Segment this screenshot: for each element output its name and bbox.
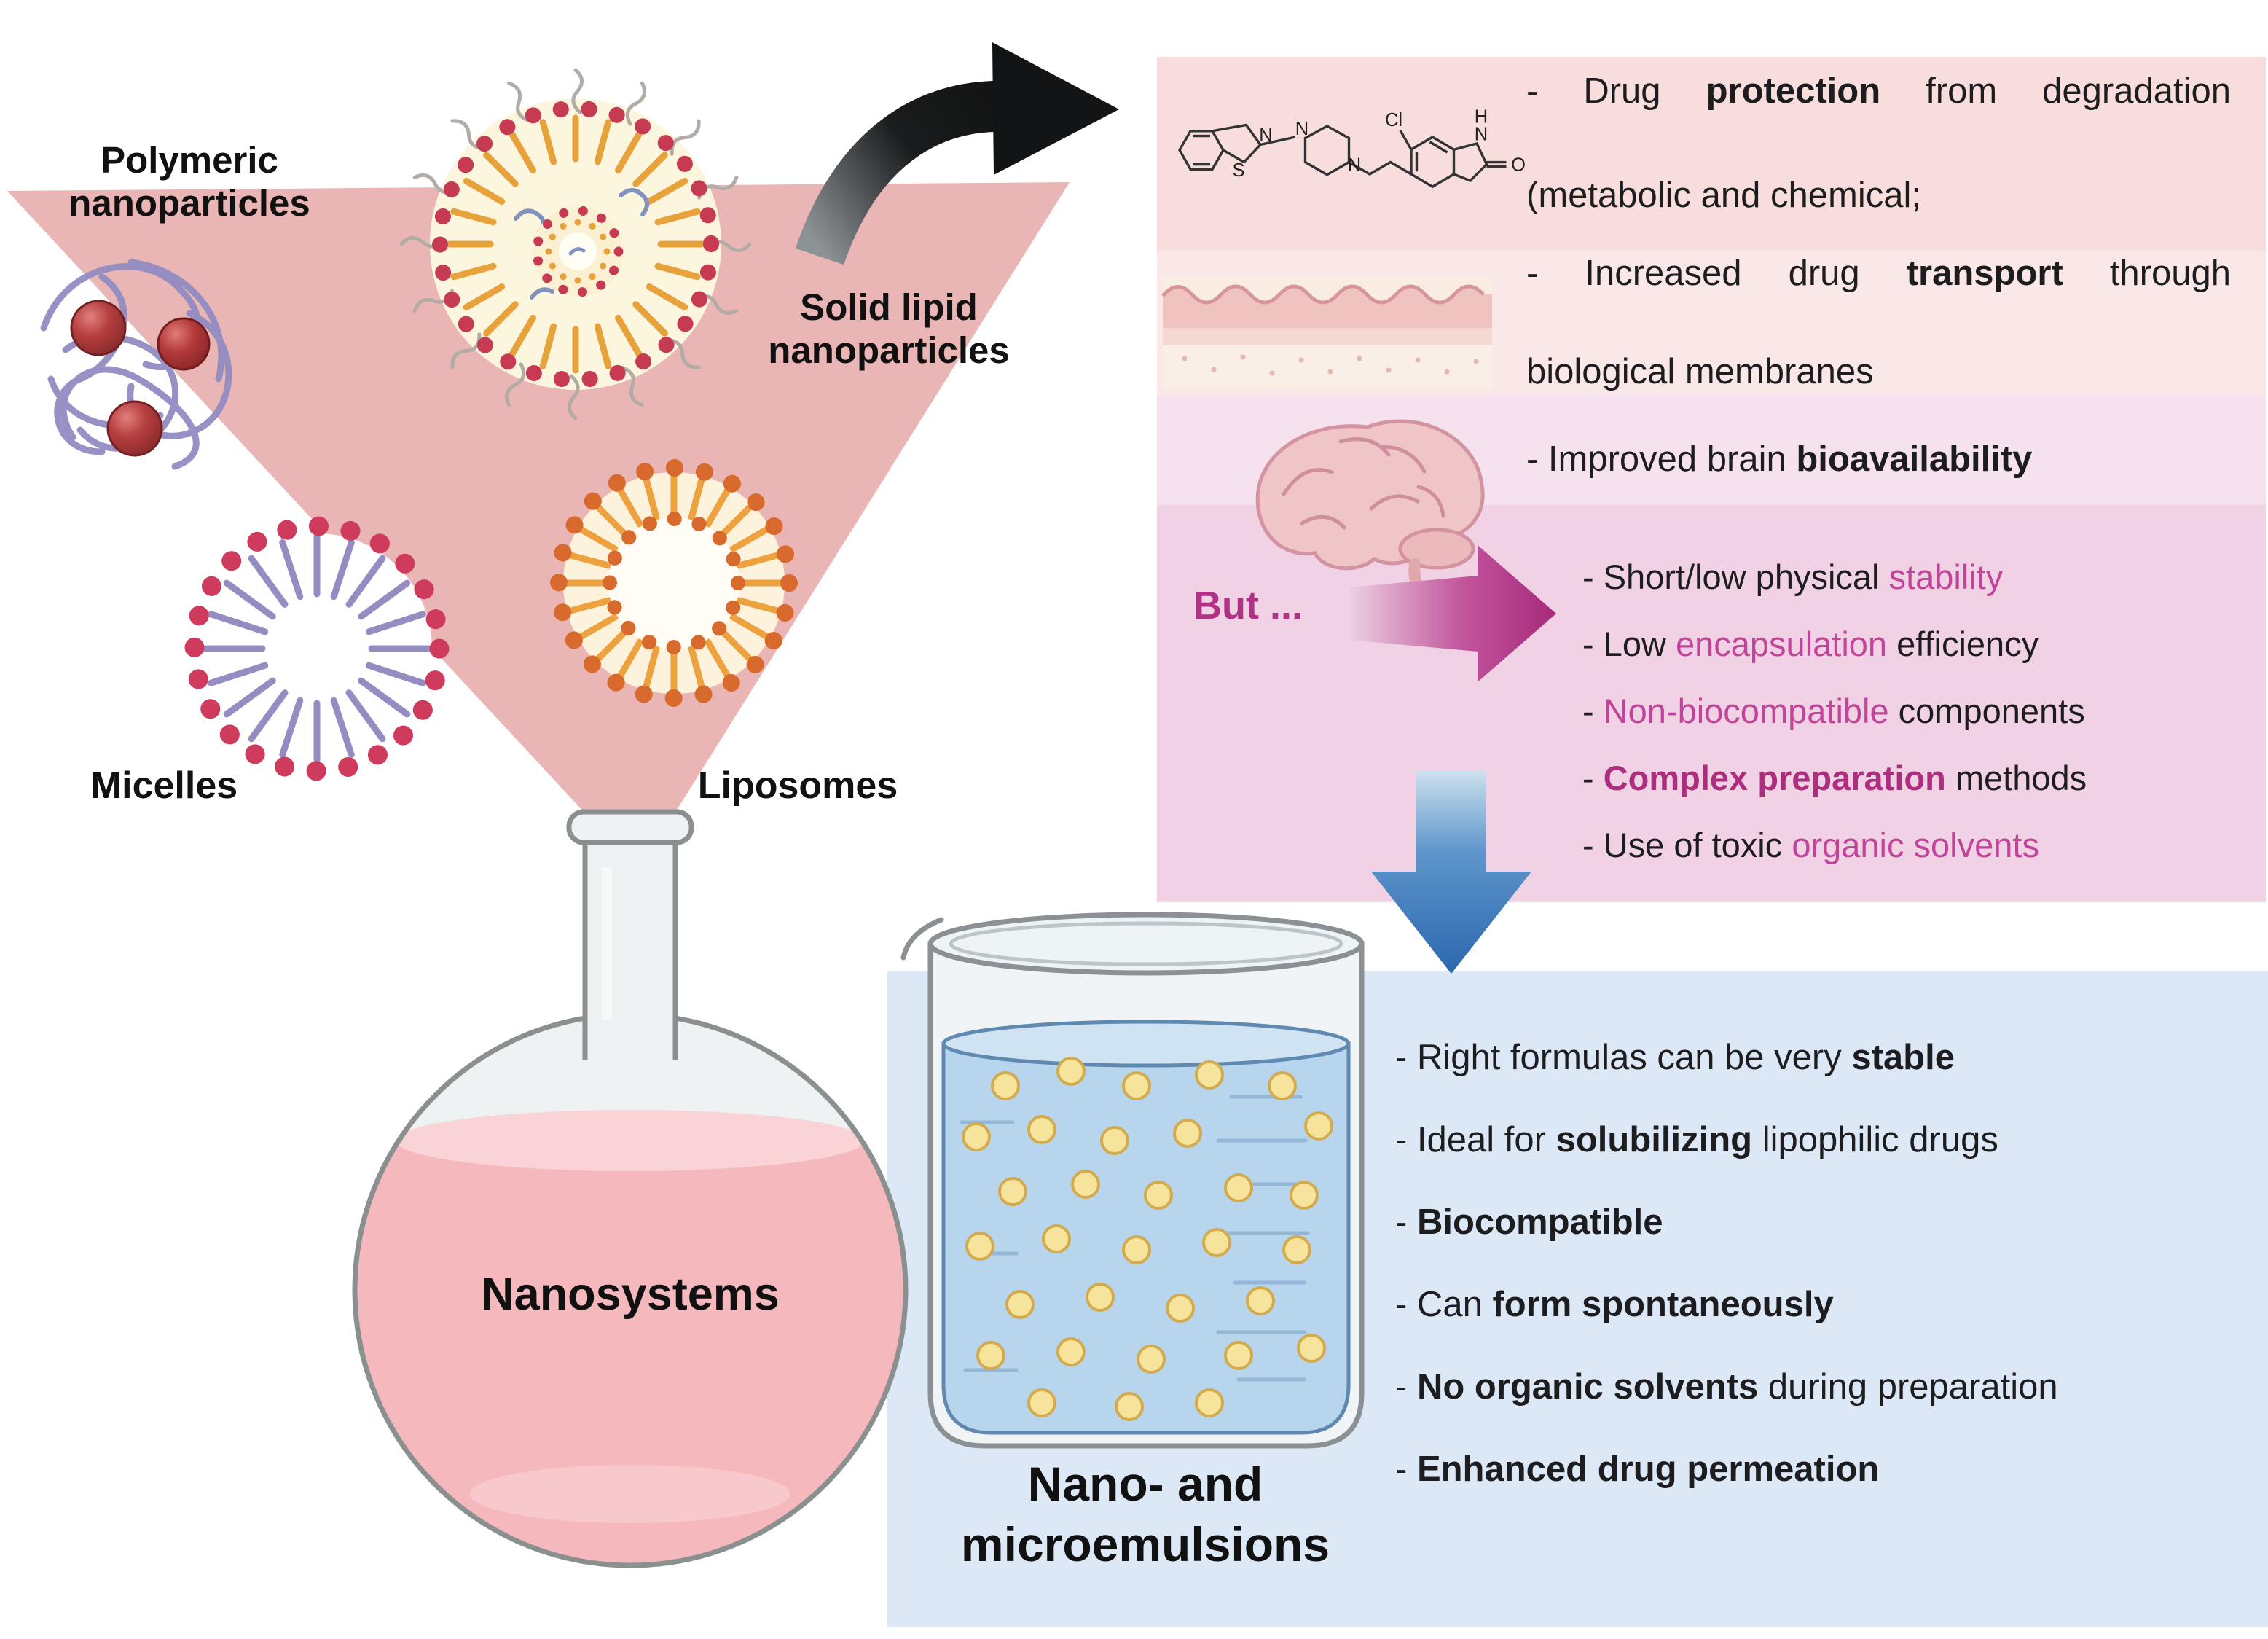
atom-label: N xyxy=(1348,155,1361,176)
atom-label: Cl xyxy=(1385,110,1402,130)
solid-lipid-nanoparticle-illustration xyxy=(401,70,750,418)
brain-illustration xyxy=(1255,419,1485,602)
benefit-line: - Enhanced drug permeation xyxy=(1395,1450,1880,1489)
funnel-shape xyxy=(7,182,1070,825)
but-label: But ... xyxy=(1193,584,1303,627)
advantage-line: - Increased drug transport through xyxy=(1526,254,2231,293)
benefits-list: - Right formulas can be very stable - Id… xyxy=(1395,1017,2058,1511)
atom-label: N xyxy=(1475,125,1488,145)
flask-illustration xyxy=(352,809,909,1568)
drawback-line: - Complex preparation methods xyxy=(1582,759,2087,797)
atom-label: S xyxy=(1232,160,1244,181)
emulsion-droplets xyxy=(962,1057,1333,1421)
drawback-line: - Non-biocompatible components xyxy=(1582,692,2085,730)
drawbacks-list: - Short/low physical stability - Low enc… xyxy=(1582,544,2087,879)
label-micelles: Micelles xyxy=(90,764,238,807)
flask-liquid xyxy=(355,1110,906,1565)
label-solid-lipid-nanoparticles: Solid lipid nanoparticles xyxy=(768,286,1010,371)
right-arrow-icon xyxy=(1349,545,1556,682)
atom-label: O xyxy=(1511,155,1526,176)
benefit-line: - Can form spontaneously xyxy=(1395,1285,1834,1324)
atom-label: N xyxy=(1259,125,1272,146)
membrane-illustration xyxy=(1161,277,1492,388)
polymeric-nanoparticle-illustration xyxy=(40,259,232,470)
benefit-line: - Ideal for solubilizing lipophilic drug… xyxy=(1395,1120,1998,1159)
curved-arrow-icon xyxy=(795,42,1119,265)
label-liposomes: Liposomes xyxy=(697,764,898,807)
benefit-line: - No organic solvents during preparation xyxy=(1395,1367,2058,1407)
flask-label: Nanosystems xyxy=(481,1269,780,1320)
advantage-line: - Drug protection from degradation xyxy=(1526,71,2231,111)
micelle-illustration xyxy=(184,516,450,781)
atom-label: N xyxy=(1295,119,1308,139)
drawback-line: - Use of toxic organic solvents xyxy=(1582,826,2039,864)
drawback-line: - Low encapsulation efficiency xyxy=(1582,625,2039,663)
liposome-illustration xyxy=(550,459,798,707)
chemical-structure-illustration: Cl S N N N N H O xyxy=(1178,107,1526,189)
advantage-line: - Improved brain bioavailability xyxy=(1526,439,2033,479)
advantage-line: biological membranes xyxy=(1526,352,1874,391)
label-polymeric-nanoparticles: Polymeric nanoparticles xyxy=(68,139,310,224)
benefit-line: - Right formulas can be very stable xyxy=(1395,1038,1955,1077)
advantage-line: (metabolic and chemical; xyxy=(1526,176,1921,215)
atom-label: H xyxy=(1475,107,1488,128)
down-arrow-icon xyxy=(1371,771,1531,974)
drawback-line: - Short/low physical stability xyxy=(1582,558,2004,596)
benefit-line: - Biocompatible xyxy=(1395,1202,1663,1242)
beaker-label: Nano- and microemulsions xyxy=(960,1457,1330,1571)
beaker-illustration xyxy=(900,912,1365,1449)
